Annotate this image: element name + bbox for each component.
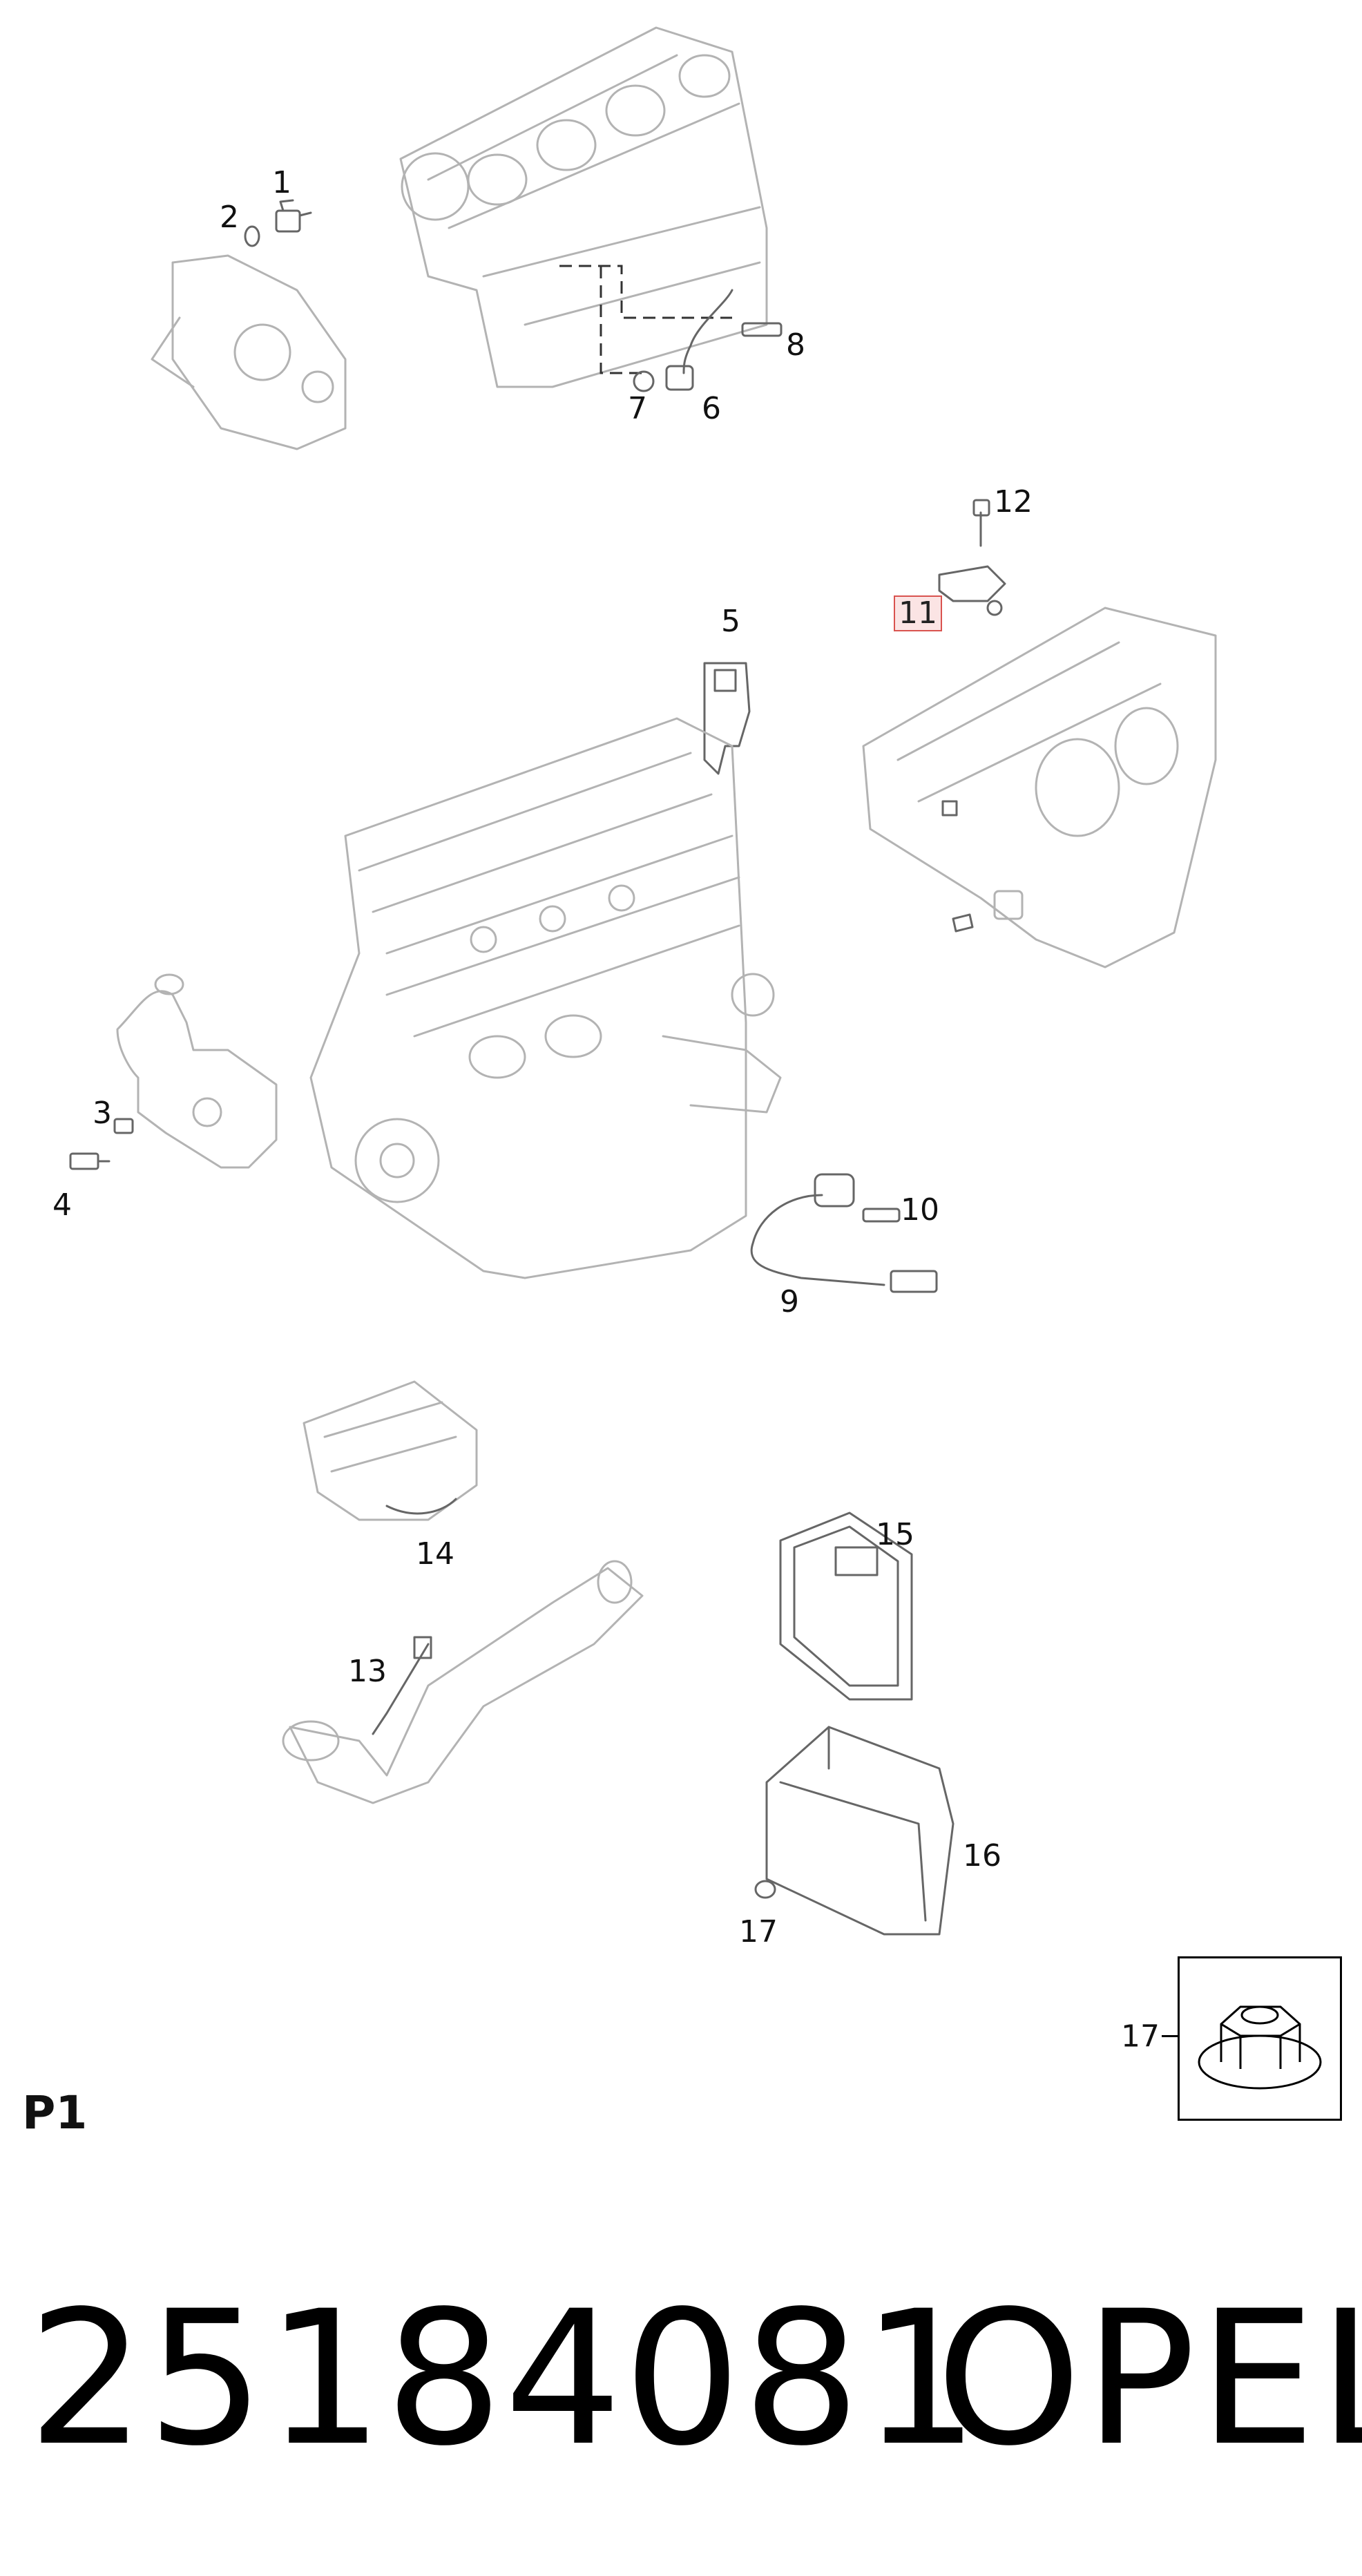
callout-17: 17 bbox=[739, 1914, 778, 1949]
callout-9: 9 bbox=[780, 1284, 799, 1319]
camshaft-sensor bbox=[938, 499, 1006, 616]
thermostat-housing bbox=[116, 973, 278, 1169]
knock-sensor bbox=[750, 1173, 938, 1293]
nut-detail-inset bbox=[1178, 1956, 1342, 2121]
oil-pump-housing bbox=[151, 254, 347, 450]
intake-manifold bbox=[862, 607, 1217, 969]
sensor-6-assembly bbox=[559, 265, 783, 392]
brand-name: OPEL bbox=[936, 2271, 1362, 2487]
callout-12: 12 bbox=[994, 484, 1033, 519]
callout-11-highlighted[interactable]: 11 bbox=[894, 595, 942, 631]
engine-main bbox=[309, 717, 782, 1279]
page-label: P1 bbox=[22, 2086, 88, 2139]
callout-15: 15 bbox=[876, 1517, 914, 1552]
ignition-module bbox=[703, 662, 751, 775]
callout-4: 4 bbox=[52, 1187, 72, 1223]
part-1-2-fitting bbox=[244, 199, 312, 247]
callout-8: 8 bbox=[786, 327, 805, 363]
exhaust-manifold bbox=[303, 1380, 478, 1521]
callout-2: 2 bbox=[220, 200, 239, 235]
callout-13: 13 bbox=[348, 1654, 387, 1689]
callout-7: 7 bbox=[628, 391, 647, 426]
inset-callout-17: 17 bbox=[1121, 2019, 1160, 2054]
callout-6: 6 bbox=[702, 391, 721, 426]
ecu bbox=[779, 1511, 913, 1701]
parts-diagram bbox=[69, 26, 1217, 1936]
nut-17 bbox=[754, 1880, 776, 1899]
callout-14: 14 bbox=[416, 1536, 454, 1572]
callout-5: 5 bbox=[721, 604, 740, 639]
engine-block-top bbox=[399, 26, 768, 388]
callout-3: 3 bbox=[93, 1096, 112, 1131]
ecu-bracket bbox=[765, 1726, 955, 1936]
temp-sensors-3-4 bbox=[69, 1118, 134, 1170]
callout-16: 16 bbox=[963, 1838, 1001, 1873]
callout-1: 1 bbox=[272, 165, 291, 200]
exhaust-pipe bbox=[282, 1560, 644, 1804]
part-number: 25184081 bbox=[28, 2271, 981, 2487]
inset-leader-line bbox=[1162, 2035, 1180, 2037]
callout-10: 10 bbox=[901, 1192, 939, 1228]
flange-nut-icon bbox=[1198, 2005, 1322, 2090]
